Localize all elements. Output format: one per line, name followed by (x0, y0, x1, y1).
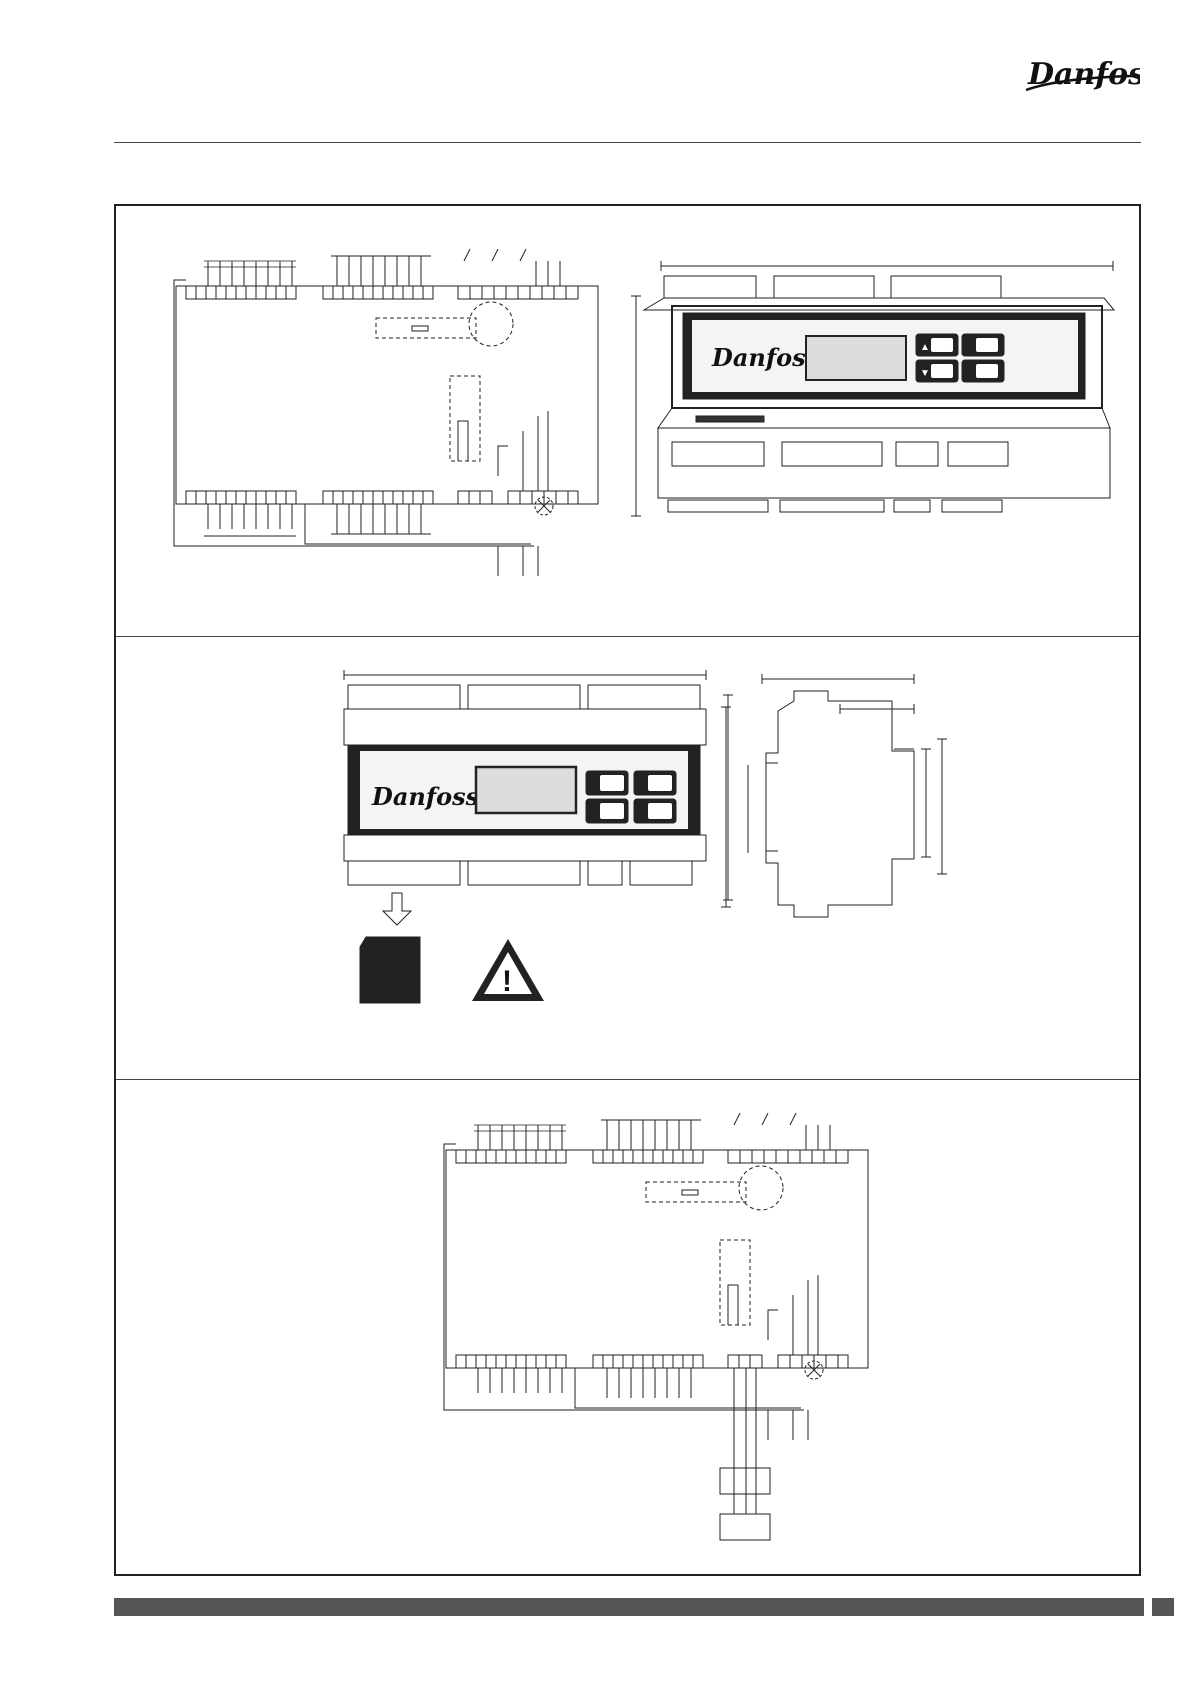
warning-symbol: ! (502, 965, 512, 998)
danfoss-logo: Danfoss (1020, 48, 1140, 98)
depth-dimension (762, 674, 914, 684)
logo-text: Danfoss (1027, 57, 1140, 92)
device-front-view: Danfoss (344, 670, 733, 900)
external-sensor-box (720, 1514, 770, 1540)
up-arrow-icon: ▲ (920, 342, 930, 353)
sd-card-slot-indicator (360, 893, 420, 1003)
mounting-panel: Danfoss ! (116, 637, 1139, 1079)
sd-card-icon (360, 937, 420, 1003)
minus-icon: − (985, 365, 994, 382)
header-rule (114, 142, 1141, 143)
front-height-dimension (723, 695, 733, 900)
device-isometric-view: Danfoss ▲ + ▼ − (631, 261, 1114, 516)
plus-icon: + (985, 339, 994, 356)
front-brand-text: Danfoss (371, 782, 480, 811)
footer-bar (114, 1598, 1144, 1616)
wiring-panel-top: Danfoss ▲ + ▼ − (116, 206, 1139, 636)
device-side-view (721, 674, 947, 917)
terminal-block-top-middle (323, 286, 433, 299)
device-brand-text: Danfoss (711, 343, 820, 372)
page-tab (1152, 1598, 1174, 1616)
terminal-block-top-left (186, 286, 296, 299)
warning-icon: ! (472, 939, 544, 1001)
wiring-panel-bottom (116, 1080, 1139, 1574)
circuit-board-schematic (174, 249, 598, 576)
height-dimension-line (631, 296, 641, 516)
circuit-board-schematic-2 (444, 1113, 868, 1540)
front-width-dimension (344, 670, 706, 680)
down-arrow-icon: ▼ (920, 368, 930, 379)
terminal-block-top-right (458, 286, 578, 299)
